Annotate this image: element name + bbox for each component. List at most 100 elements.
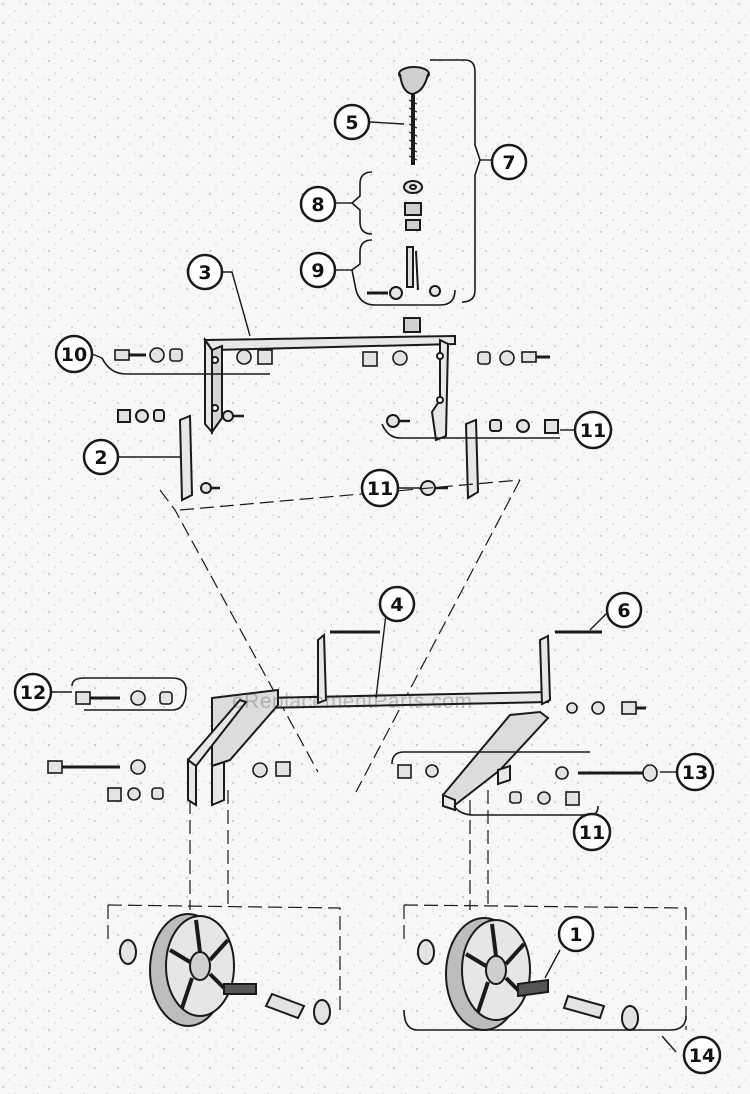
spacer — [151, 787, 164, 800]
bracket-11-lower — [453, 805, 599, 816]
crank-bracket-edge — [415, 250, 419, 291]
bolt-hole — [211, 356, 219, 364]
callout-number: 6 — [617, 600, 630, 622]
leader-3 — [222, 271, 251, 337]
callout-6[interactable]: 6 — [605, 591, 643, 629]
callout-11-upper[interactable]: 11 — [573, 410, 613, 450]
nut — [362, 351, 378, 367]
bolt-hole — [436, 352, 444, 360]
washer — [425, 764, 439, 778]
wheel-washer — [313, 999, 331, 1025]
crank-nut-1 — [404, 202, 422, 216]
left-leg-foot — [187, 758, 197, 807]
dashed-guide-lines — [107, 479, 687, 1030]
callout-11-lower[interactable]: 11 — [572, 812, 612, 852]
callout-12[interactable]: 12 — [13, 672, 53, 712]
crank-nut-3 — [429, 285, 441, 297]
callout-4[interactable]: 4 — [378, 585, 416, 623]
leader-14 — [661, 1035, 677, 1053]
crank-assembly — [350, 59, 481, 333]
left-leg-foot-2 — [211, 760, 225, 807]
callouts: 1 2 3 4 5 6 7 8 — [13, 103, 722, 1075]
callout-circle — [360, 468, 400, 508]
nut — [117, 409, 131, 423]
left-leg-bracket — [211, 688, 279, 768]
crossbar-left-leg — [204, 336, 213, 435]
bolt-head — [621, 701, 637, 715]
nut — [257, 349, 273, 365]
callout-circle — [186, 253, 224, 291]
bolt-head — [47, 760, 63, 774]
washer — [516, 419, 530, 433]
callout-11-middle[interactable]: 11 — [360, 468, 400, 508]
wheel-axle-thread — [517, 978, 549, 998]
callout-13[interactable]: 13 — [675, 752, 715, 792]
callout-7[interactable]: 7 — [490, 143, 528, 181]
leader-5 — [369, 121, 405, 125]
side-plate-2 — [117, 409, 244, 502]
callout-circle — [82, 438, 120, 476]
callout-number: 14 — [689, 1045, 715, 1067]
side-plate-right — [381, 414, 560, 500]
nut — [397, 764, 412, 779]
callout-circle — [54, 334, 94, 374]
bracket-7 — [430, 59, 481, 303]
nut — [107, 787, 122, 802]
hardware-10 — [101, 347, 273, 375]
nut — [275, 761, 291, 777]
callout-number: 13 — [682, 762, 708, 784]
callout-number: 11 — [367, 478, 393, 500]
bolt-head — [521, 351, 537, 363]
hardware-right-lower — [391, 701, 658, 816]
side-plate — [178, 414, 194, 502]
callout-9[interactable]: 9 — [299, 251, 337, 289]
callout-8[interactable]: 8 — [299, 185, 337, 223]
callout-circle — [299, 185, 337, 223]
crank-nut-2 — [405, 219, 421, 231]
washer — [149, 347, 165, 363]
bracket-13 — [391, 751, 590, 765]
callout-number: 8 — [311, 194, 324, 216]
guide-line — [107, 904, 341, 1010]
hardware-12 — [71, 677, 187, 711]
washer — [236, 349, 252, 365]
bolt-hole — [436, 396, 444, 404]
guide-line — [355, 479, 521, 793]
wheel-axle-pin — [562, 994, 606, 1020]
callout-3[interactable]: 3 — [186, 253, 224, 291]
callout-circle — [333, 103, 371, 141]
wheel-washer — [621, 1005, 639, 1031]
leader-10 — [91, 353, 103, 359]
carriage-bolt-head — [222, 410, 234, 422]
spacer — [169, 348, 183, 362]
callout-14[interactable]: 14 — [682, 1035, 722, 1075]
callout-circle — [490, 143, 528, 181]
washer — [591, 701, 605, 715]
callout-10[interactable]: 10 — [54, 334, 94, 374]
left-upright — [317, 632, 328, 705]
washer — [537, 791, 551, 805]
callout-number: 11 — [580, 420, 606, 442]
bracket-9 — [351, 239, 456, 306]
crank-base-nut — [403, 317, 421, 333]
callout-number: 1 — [569, 924, 582, 946]
crank-bracket — [406, 246, 414, 288]
spacer — [489, 419, 502, 432]
washer — [499, 350, 515, 366]
spacer — [153, 409, 165, 422]
wheel-spokes — [168, 919, 230, 1009]
spacer — [509, 791, 522, 804]
crank-washer — [403, 180, 423, 194]
callout-circle — [675, 752, 715, 792]
crank-screw-thread — [408, 99, 418, 161]
side-plate — [464, 418, 480, 500]
left-wheel-assembly — [119, 913, 331, 1027]
bracket-12 — [71, 677, 187, 711]
callout-5[interactable]: 5 — [333, 103, 371, 141]
callout-number: 11 — [579, 822, 605, 844]
crank-washer-2 — [389, 286, 403, 300]
callout-1[interactable]: 1 — [557, 915, 595, 953]
washer — [555, 766, 569, 780]
callout-2[interactable]: 2 — [82, 438, 120, 476]
wheel-hub — [485, 955, 507, 985]
